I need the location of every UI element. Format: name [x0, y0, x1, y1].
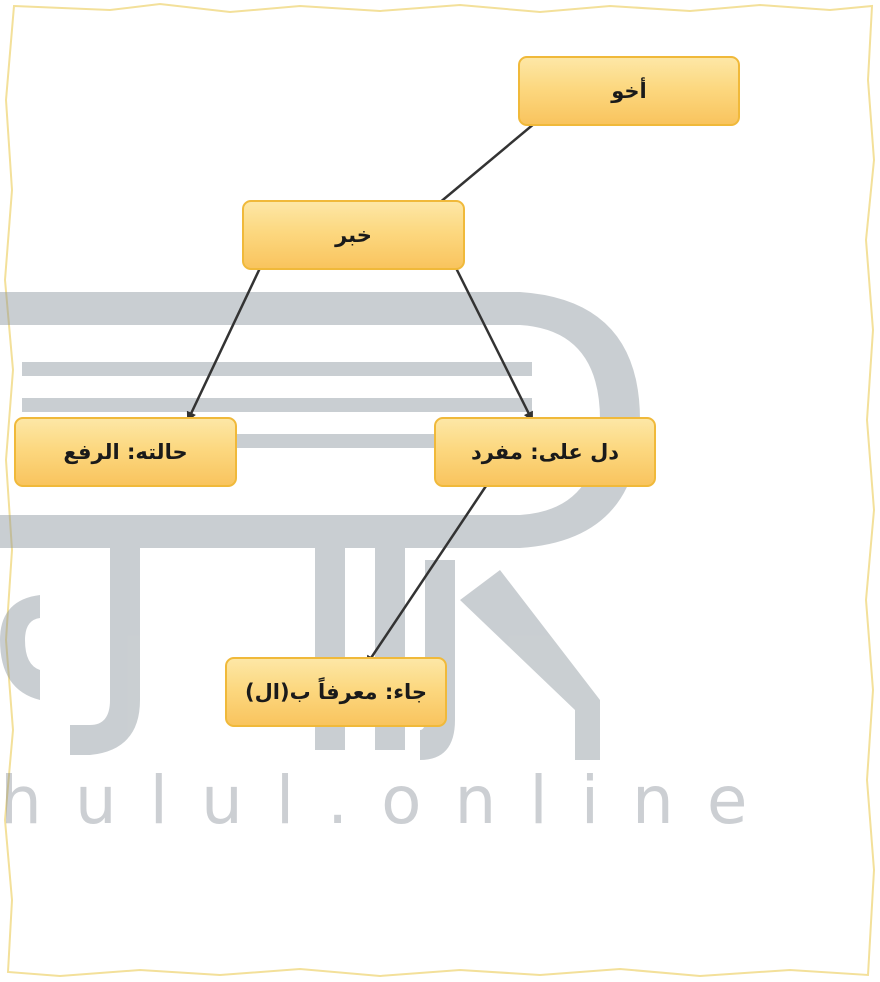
- node-akhu: أخو: [518, 56, 740, 126]
- arrow-khabar-to-hala: [186, 267, 262, 422]
- watermark-url: hulul.online: [0, 762, 781, 839]
- node-dal: دل على: مفرد: [434, 417, 656, 487]
- node-jaa: جاء: معرفاً ب(ال): [225, 657, 447, 727]
- node-hala: حالته: الرفع: [14, 417, 237, 487]
- arrow-dal-to-jaa: [365, 479, 492, 666]
- arrow-akhu-to-khabar: [424, 122, 536, 216]
- node-khabar: خبر: [242, 200, 465, 270]
- arrow-khabar-to-dal: [454, 267, 534, 422]
